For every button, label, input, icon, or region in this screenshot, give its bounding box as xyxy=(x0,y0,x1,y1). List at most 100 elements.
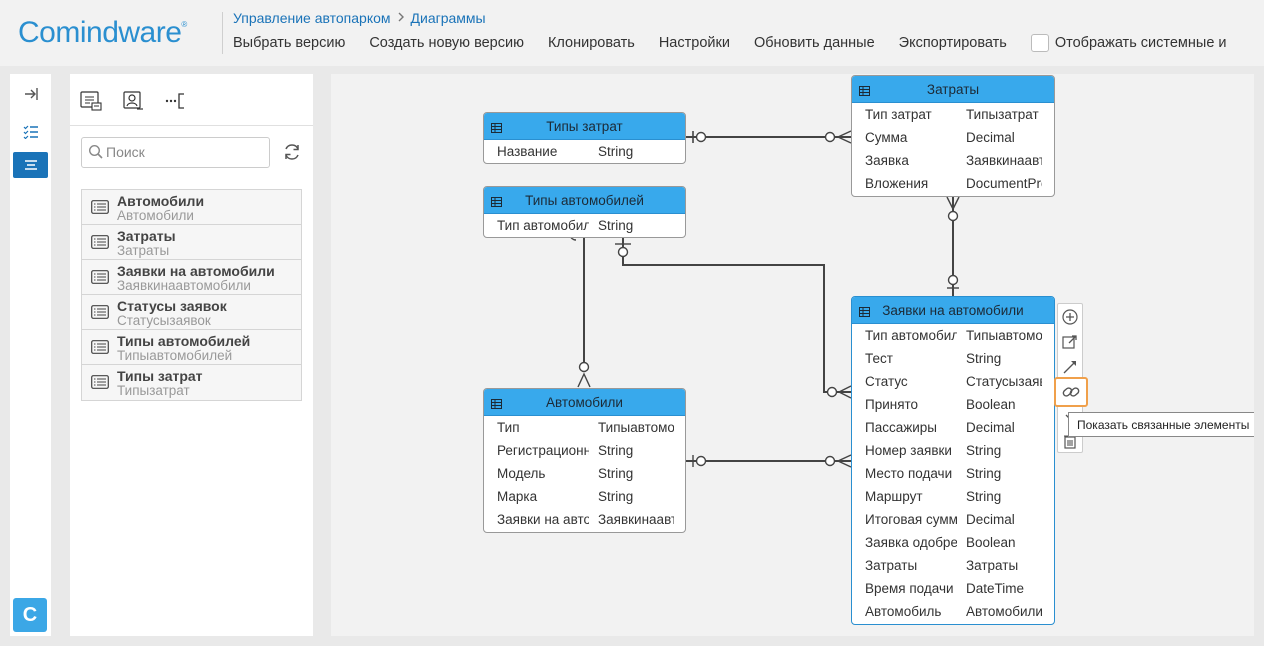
entity-attribute[interactable]: ТипТипыавтомобилей xyxy=(497,420,674,435)
crowfoot-marker xyxy=(577,372,591,388)
entity-attribute[interactable]: ЗаявкаЗаявкинаавтомобили xyxy=(865,153,1042,168)
entity-title: Затраты xyxy=(926,81,980,97)
entity-cars[interactable]: Автомобили ТипТипыавтомобилей Регистраци… xyxy=(483,388,686,533)
breadcrumb-item-diagrams[interactable]: Диаграммы xyxy=(410,10,486,26)
breadcrumb-item-app[interactable]: Управление автопарком xyxy=(233,10,391,26)
show-system-label: Отображать системные и xyxy=(1054,35,1227,51)
list-item[interactable]: Типы автомобилей Типыавтомобилей xyxy=(82,330,301,365)
show-related-button[interactable] xyxy=(1054,377,1088,407)
search-input[interactable] xyxy=(106,144,256,160)
list-icon xyxy=(91,270,109,284)
add-icon[interactable] xyxy=(1061,308,1079,326)
entity-header: Типы затрат xyxy=(484,113,685,140)
expand-selection-icon[interactable] xyxy=(165,90,187,112)
crowfoot-marker xyxy=(836,454,852,468)
entity-attribute[interactable]: Заявка одобренаBoolean xyxy=(865,535,1016,550)
list-item[interactable]: Заявки на автомобили Заявкинаавтомобили xyxy=(82,260,301,295)
list-item-title: Автомобили xyxy=(117,193,205,209)
list-icon xyxy=(91,340,109,354)
collapse-icon[interactable] xyxy=(13,81,48,107)
open-external-icon[interactable] xyxy=(1061,333,1079,351)
panel-toolbar xyxy=(70,74,313,126)
diagram-toolbar: Выбрать версию Создать новую версию Клон… xyxy=(233,34,1227,52)
list-item[interactable]: Статусы заявок Статусызаявок xyxy=(82,295,301,330)
table-icon xyxy=(859,305,870,317)
table-icon xyxy=(491,195,502,207)
connector-many-marker xyxy=(824,131,836,143)
refresh-data-button[interactable]: Обновить данные xyxy=(753,35,875,51)
entity-attribute[interactable]: Регистрационный номерString xyxy=(497,443,634,458)
list-item-subtitle: Автомобили xyxy=(117,208,194,223)
tooltip-show-related: Показать связанные элементы xyxy=(1068,412,1254,437)
settings-button[interactable]: Настройки xyxy=(658,35,730,51)
checklist-icon[interactable] xyxy=(13,119,48,145)
table-icon xyxy=(491,121,502,133)
template-list-icon[interactable] xyxy=(80,90,102,112)
search-field[interactable] xyxy=(81,137,270,168)
list-view-icon[interactable] xyxy=(13,152,48,178)
crowfoot-marker xyxy=(946,196,960,211)
list-item-subtitle: Затраты xyxy=(117,243,170,258)
search-icon xyxy=(88,144,104,163)
entity-attribute[interactable]: СтатусСтатусызаявок xyxy=(865,374,1042,389)
list-item-subtitle: Статусызаявок xyxy=(117,313,211,328)
list-icon xyxy=(91,375,109,389)
list-icon xyxy=(91,305,109,319)
connector-many-marker xyxy=(826,386,838,398)
list-item[interactable]: Автомобили Автомобили xyxy=(82,190,301,225)
table-icon xyxy=(491,397,502,409)
entity-header: Затраты xyxy=(852,76,1054,103)
list-item-title: Типы затрат xyxy=(117,368,203,384)
connector-many-marker xyxy=(824,455,836,467)
create-version-button[interactable]: Создать новую версию xyxy=(369,35,524,51)
connector-many-marker xyxy=(947,210,959,222)
list-item-subtitle: Типыавтомобилей xyxy=(117,348,233,363)
connector-many-marker xyxy=(578,361,590,373)
list-item[interactable]: Типы затрат Типызатрат xyxy=(82,365,301,400)
entity-header: Автомобили xyxy=(484,389,685,416)
create-link-icon[interactable] xyxy=(1061,358,1079,376)
entity-attribute[interactable]: Тип автомобиляТипыавтомобилей xyxy=(865,328,1042,343)
clone-button[interactable]: Клонировать xyxy=(547,35,635,51)
entity-header: Типы автомобилей xyxy=(484,187,685,214)
chevron-right-icon xyxy=(397,11,405,25)
user-roles-icon[interactable] xyxy=(122,90,144,112)
relationship-connectors xyxy=(569,130,960,468)
connector-one-marker xyxy=(695,455,707,467)
list-icon xyxy=(91,235,109,249)
list-item-title: Статусы заявок xyxy=(117,298,227,314)
select-version-button[interactable]: Выбрать версию xyxy=(233,35,346,51)
entity-title: Типы затрат xyxy=(546,118,623,134)
export-button[interactable]: Экспортировать xyxy=(898,35,1007,51)
refresh-icon[interactable] xyxy=(282,142,302,162)
comindware-app-icon[interactable]: C xyxy=(13,598,47,632)
entity-title: Типы автомобилей xyxy=(525,192,644,208)
list-item[interactable]: Затраты Затраты xyxy=(82,225,301,260)
table-icon xyxy=(859,84,870,96)
entity-attribute[interactable]: ВложенияDocumentProperty xyxy=(865,176,1042,191)
entity-list: Автомобили Автомобили Затраты Затраты За… xyxy=(81,189,302,401)
show-system-checkbox[interactable] xyxy=(1030,34,1049,52)
